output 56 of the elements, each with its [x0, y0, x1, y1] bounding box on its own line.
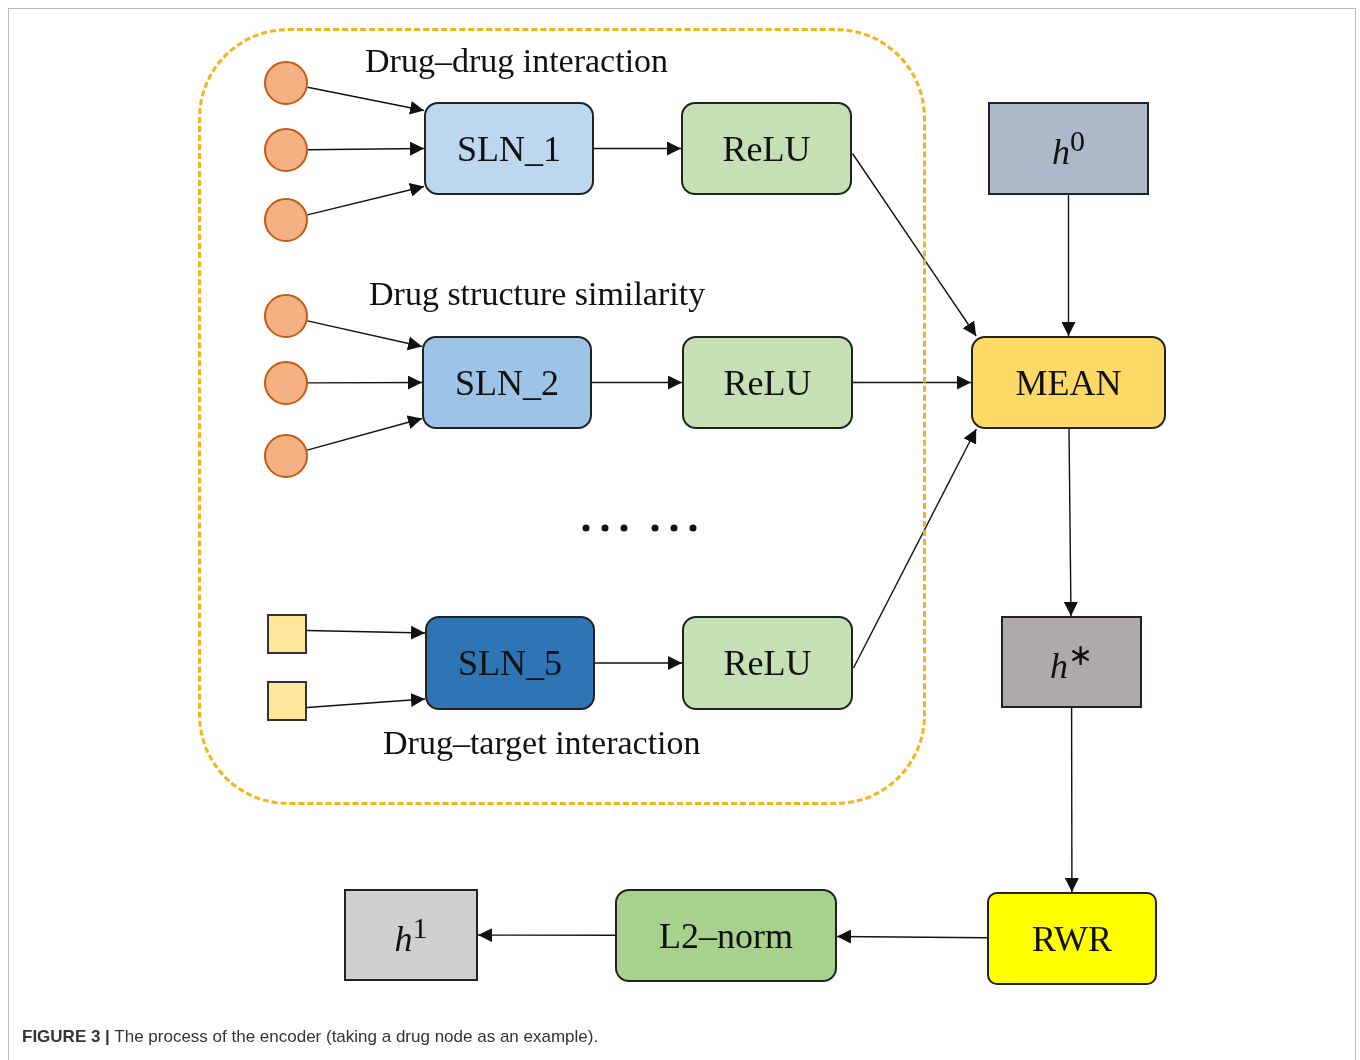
arrow	[477, 928, 616, 943]
input-circle	[264, 361, 308, 405]
arrow	[593, 141, 682, 156]
input-circle	[264, 198, 308, 242]
process-box	[682, 336, 853, 429]
process-box	[987, 892, 1157, 985]
arrow	[306, 693, 426, 709]
group-label: Drug–drug interaction	[365, 42, 669, 80]
group-label: Drug–target interaction	[383, 724, 701, 762]
box-label: h$^{∗}$	[1050, 637, 1093, 687]
arrow	[306, 415, 423, 451]
arrow	[594, 656, 683, 670]
arrow	[306, 625, 426, 640]
arrow	[852, 428, 977, 669]
process-box	[682, 616, 853, 710]
figure-caption: FIGURE 3 | The process of the encoder (taking a drug node as an example).	[22, 1027, 599, 1047]
process-box	[1001, 616, 1142, 708]
arrow	[306, 86, 425, 115]
process-box	[615, 889, 837, 982]
box-label: SLN_2	[455, 361, 559, 404]
arrow	[1064, 707, 1079, 893]
arrow	[306, 320, 423, 351]
process-box	[424, 102, 594, 195]
box-label: h$^{0}$	[1052, 124, 1085, 173]
group-label: Drug structure similarity	[369, 275, 706, 313]
arrow	[852, 375, 972, 390]
box-label: MEAN	[1015, 361, 1122, 404]
input-square	[267, 681, 307, 721]
input-circle	[264, 434, 308, 478]
arrow	[306, 183, 425, 216]
arrow	[307, 141, 425, 156]
box-label: L2–norm	[659, 914, 793, 957]
box-label: SLN_5	[458, 642, 562, 684]
process-box	[422, 336, 592, 429]
arrow	[307, 375, 423, 390]
input-circle	[264, 128, 308, 172]
box-label: ReLU	[723, 642, 812, 684]
box-label: ReLU	[722, 127, 811, 170]
process-box	[971, 336, 1166, 429]
box-label: RWR	[1032, 917, 1112, 960]
process-box	[681, 102, 852, 195]
box-label: SLN_1	[457, 127, 561, 170]
arrow	[1061, 194, 1076, 337]
process-box	[988, 102, 1149, 195]
arrow	[591, 375, 683, 390]
input-circle	[264, 294, 308, 338]
input-square	[267, 614, 307, 654]
box-label: ReLU	[723, 361, 812, 404]
arrow	[1063, 428, 1078, 617]
arrow	[851, 152, 977, 337]
box-label: h$^{1}$	[394, 910, 428, 960]
dashed-group-outline	[198, 28, 926, 805]
process-box	[425, 616, 595, 710]
input-circle	[264, 61, 308, 105]
arrow	[836, 929, 988, 944]
process-box	[344, 889, 478, 981]
